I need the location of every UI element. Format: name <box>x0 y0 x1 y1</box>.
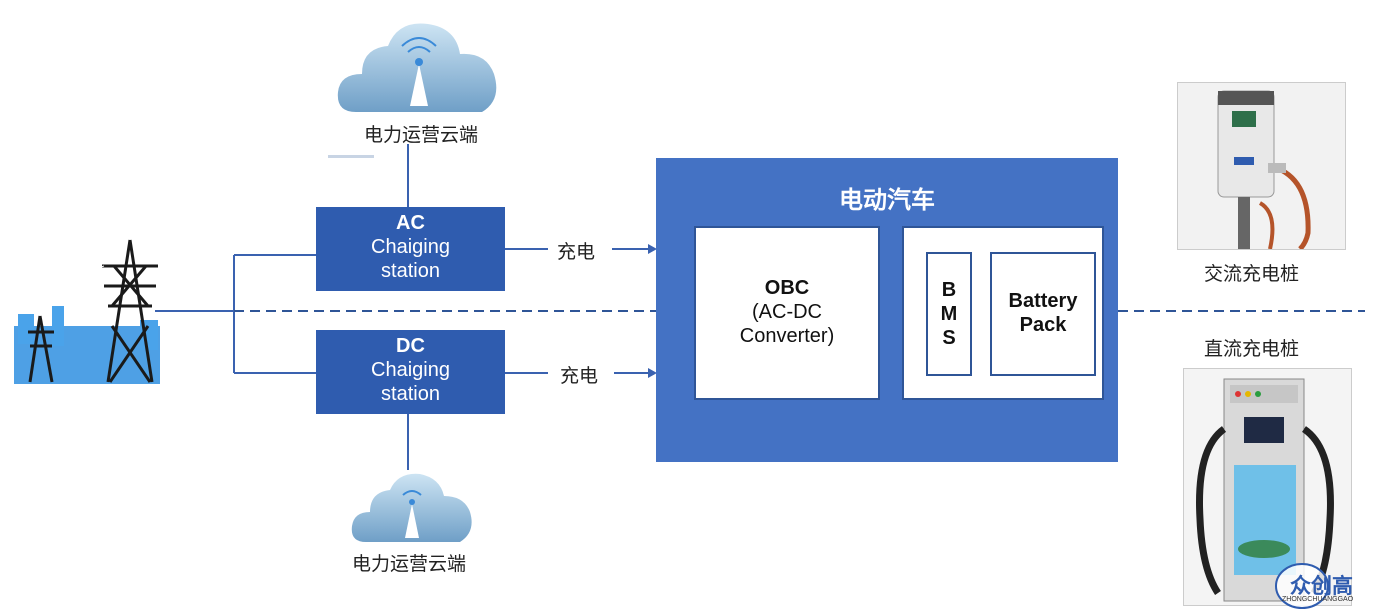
battery-line1: Battery <box>1008 290 1078 312</box>
ac-station-title: AC <box>396 212 425 234</box>
ac-arrowhead <box>648 244 657 254</box>
dc-pile-label: 直流充电桩 <box>1204 339 1300 360</box>
charge-label-bottom: 充电 <box>560 366 599 387</box>
ac-station-line2: station <box>381 260 440 282</box>
battery-line2: Pack <box>1019 314 1067 336</box>
obc-title: OBC <box>764 277 810 299</box>
bms-battery-group: B M S Battery Pack <box>902 226 1104 400</box>
charge-label-top: 充电 <box>557 242 596 263</box>
dc-arrowhead <box>648 368 657 378</box>
dc-station-title: DC <box>396 335 425 357</box>
cloud-bottom-icon <box>351 473 472 542</box>
ac-pile-label: 交流充电桩 <box>1204 264 1300 285</box>
ac-station-line1: Chaiging <box>371 236 450 258</box>
watermark-subtext: ZHONGCHUANGGAO <box>1282 596 1354 603</box>
dc-charger-icon <box>1184 369 1351 605</box>
bms-box: B M S <box>926 252 972 376</box>
watermark-text: 众创高 <box>1290 575 1353 598</box>
bms-letter: B <box>941 279 957 301</box>
bms-letter: M <box>940 303 958 325</box>
dc-station-line2: station <box>381 383 440 405</box>
dc-station-line1: Chaiging <box>371 359 450 381</box>
ac-charging-station: AC Chaiging station <box>316 207 505 291</box>
dc-pile-image <box>1183 368 1352 606</box>
obc-line1: (AC-DC <box>752 301 822 323</box>
ac-pile-image <box>1177 82 1346 250</box>
power-tower-icon <box>12 239 160 384</box>
watermark-ring-icon <box>1275 563 1329 609</box>
watermark-logo: 众创高 ZHONGCHUANGGAO <box>1272 556 1364 610</box>
cloud-top-icon <box>337 23 497 112</box>
electric-vehicle-block: 电动汽车 OBC (AC-DC Converter) B M S Battery… <box>656 158 1118 462</box>
battery-pack-box: Battery Pack <box>990 252 1096 376</box>
cloud-bottom-label: 电力运营云端 <box>352 554 467 575</box>
cloud-top-label: 电力运营云端 <box>364 125 479 146</box>
obc-box: OBC (AC-DC Converter) <box>694 226 880 400</box>
ac-charger-icon <box>1178 83 1345 249</box>
obc-line2: Converter) <box>739 325 835 347</box>
dc-charging-station: DC Chaiging station <box>316 330 505 414</box>
bms-letter: S <box>942 327 956 349</box>
small-caption-mark <box>328 155 374 158</box>
ev-title: 电动汽车 <box>839 187 935 214</box>
